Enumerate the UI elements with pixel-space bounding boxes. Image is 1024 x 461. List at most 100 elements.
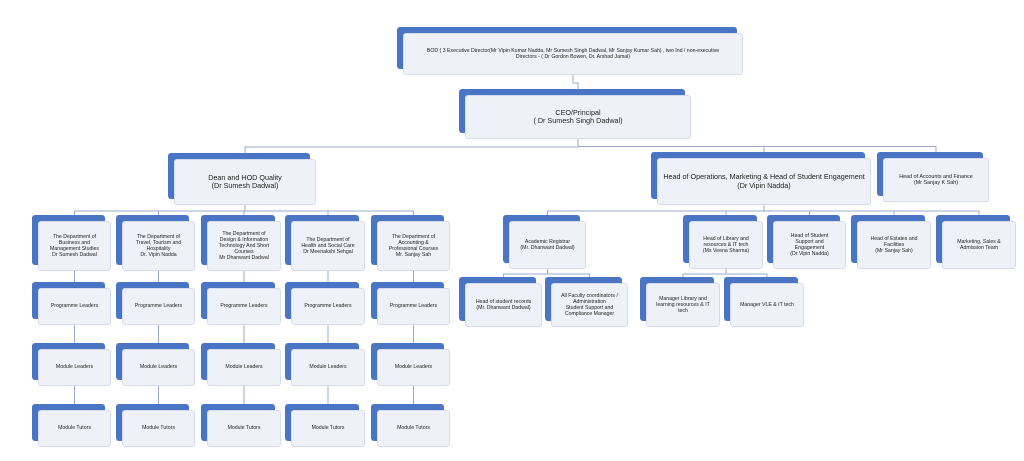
node-label-line: Module Leaders <box>394 364 433 371</box>
node-label-line: Module Tutors <box>311 425 345 432</box>
node-label-line: Accounting & <box>398 239 429 246</box>
node-label-line: (Ms Veena Sharma) <box>702 248 750 255</box>
node-manager-vle: Manager VLE & IT tech <box>724 277 804 327</box>
node-label-line: Academic Registrar <box>524 238 571 245</box>
node-pl-travel-label: Programme Leaders <box>122 288 195 325</box>
node-label-line: Design & Information <box>219 236 269 243</box>
node-label-line: Programme Leaders <box>134 303 183 310</box>
node-label-line: (Mr. Dhanwant Dadwal) <box>520 245 575 251</box>
node-label-line: (Mr Sanjay K Sah) <box>913 180 959 186</box>
connector-line <box>244 205 414 217</box>
node-ml-business: Module Leaders <box>32 343 111 386</box>
connector-line <box>572 75 579 91</box>
node-pl-business-label: Programme Leaders <box>38 288 111 325</box>
node-label-line: Head of Student <box>790 232 829 239</box>
node-head-accounts-label: Head of Accounts and Finance(Mr Sanjay K… <box>883 158 989 202</box>
node-pl-design-label: Programme Leaders <box>207 288 281 325</box>
node-ml-health-label: Module Leaders <box>291 349 365 386</box>
node-label-line: (Mr Sanjay Sah) <box>875 248 913 255</box>
node-faculty-coordinators-label: All Faculty coordinators /Administration… <box>551 283 628 327</box>
node-mt-accounting: Module Tutors <box>371 404 450 447</box>
node-ml-business-label: Module Leaders <box>38 349 111 386</box>
node-label-line: Head of student records <box>475 298 532 305</box>
node-label-line: Facilities <box>883 241 905 248</box>
node-label-line: Hospitality <box>146 246 171 252</box>
node-label-line: (Dr Vipin Nadda) <box>790 251 829 258</box>
node-label-line: resources & IT tech <box>703 241 749 248</box>
node-label-line: Directors - ( Dr Gordon Bowen, Dr. Arsha… <box>515 54 631 60</box>
node-label-line: Dr Meenakshi Sehgal <box>303 249 353 256</box>
node-label-line: All Faculty coordinators / <box>561 292 618 299</box>
node-ceo-label: CEO/Principal( Dr Sumesh Singh Dadwal) <box>465 95 691 139</box>
node-academic-registrar: Academic Registrar(Mr. Dhanwant Dadwal) <box>503 215 586 269</box>
node-label-line: The Department of <box>52 233 97 240</box>
node-mt-design: Module Tutors <box>201 404 281 447</box>
node-pl-health-label: Programme Leaders <box>291 288 365 325</box>
node-label-line: Module Leaders <box>225 364 263 371</box>
node-label-line: Programme Leaders <box>220 303 268 310</box>
node-label-line: Mr Dhanwant Dadwal <box>219 255 269 262</box>
node-ml-design: Module Leaders <box>201 343 281 386</box>
connector-line <box>763 205 980 217</box>
node-pl-design: Programme Leaders <box>201 282 281 325</box>
node-pl-business: Programme Leaders <box>32 282 111 325</box>
node-label-line: Head of Accounts and Finance <box>899 173 973 180</box>
node-label-line: Engagement <box>794 245 825 251</box>
node-label-line: The Department of <box>136 233 181 240</box>
node-ml-travel: Module Leaders <box>116 343 195 386</box>
node-label-line: Head of Library and <box>703 235 749 242</box>
node-label-line: Support and <box>795 238 824 245</box>
node-ml-accounting-label: Module Leaders <box>377 349 450 386</box>
node-ceo: CEO/Principal( Dr Sumesh Singh Dadwal) <box>459 89 691 139</box>
node-head-ops-label: Head of Operations, Marketing & Head of … <box>657 158 871 205</box>
node-label-line: BOD ( 3 Executive Director(Mr Vipin Kuma… <box>426 47 720 54</box>
connector-line <box>577 139 937 154</box>
node-bod-label: BOD ( 3 Executive Director(Mr Vipin Kuma… <box>403 33 743 75</box>
node-label-line: The Department of <box>222 230 266 237</box>
node-mt-health: Module Tutors <box>285 404 365 447</box>
node-label-line: The Department of <box>306 236 350 243</box>
node-mt-travel-label: Module Tutors <box>122 410 195 447</box>
node-label-line: Manager VLE & IT tech <box>740 301 794 308</box>
node-head-ops: Head of Operations, Marketing & Head of … <box>651 152 871 205</box>
node-pl-health: Programme Leaders <box>285 282 365 325</box>
node-label-line: (Dr Sumesh Dadwal) <box>211 181 279 190</box>
node-label-line: Courses <box>234 249 254 256</box>
node-label-line: Professional Courses <box>388 246 439 252</box>
node-label-line: learning resources & IT <box>656 301 710 308</box>
node-label-line: Admission Team <box>960 245 998 251</box>
node-label-line: Travel, Tourism and <box>135 239 182 246</box>
node-label-line: (Dr Vipin Nadda) <box>737 180 791 190</box>
node-label-line: Programme Leaders <box>389 303 438 310</box>
node-academic-registrar-label: Academic Registrar(Mr. Dhanwant Dadwal) <box>509 221 586 269</box>
node-mt-accounting-label: Module Tutors <box>377 410 450 447</box>
node-label-line: Dr Sumesh Dadwal <box>52 252 97 259</box>
node-label-line: Dean and HOD Quality <box>208 172 282 182</box>
node-label-line: Module Leaders <box>139 364 178 371</box>
node-label-line: Mr. Sanjay Sah <box>395 252 432 259</box>
connector-line <box>547 269 590 279</box>
node-label-line: Module Tutors <box>397 425 430 432</box>
node-ml-travel-label: Module Leaders <box>122 349 195 386</box>
node-label-line: Dr. Vipin Nadda <box>140 252 177 259</box>
node-label-line: Technology And Short <box>218 242 270 249</box>
node-label-line: Health and Social Care <box>301 242 355 249</box>
node-label-line: Module Leaders <box>55 364 94 371</box>
node-label-line: Programme Leaders <box>304 303 352 310</box>
node-label-line: Student Support and <box>565 305 614 311</box>
